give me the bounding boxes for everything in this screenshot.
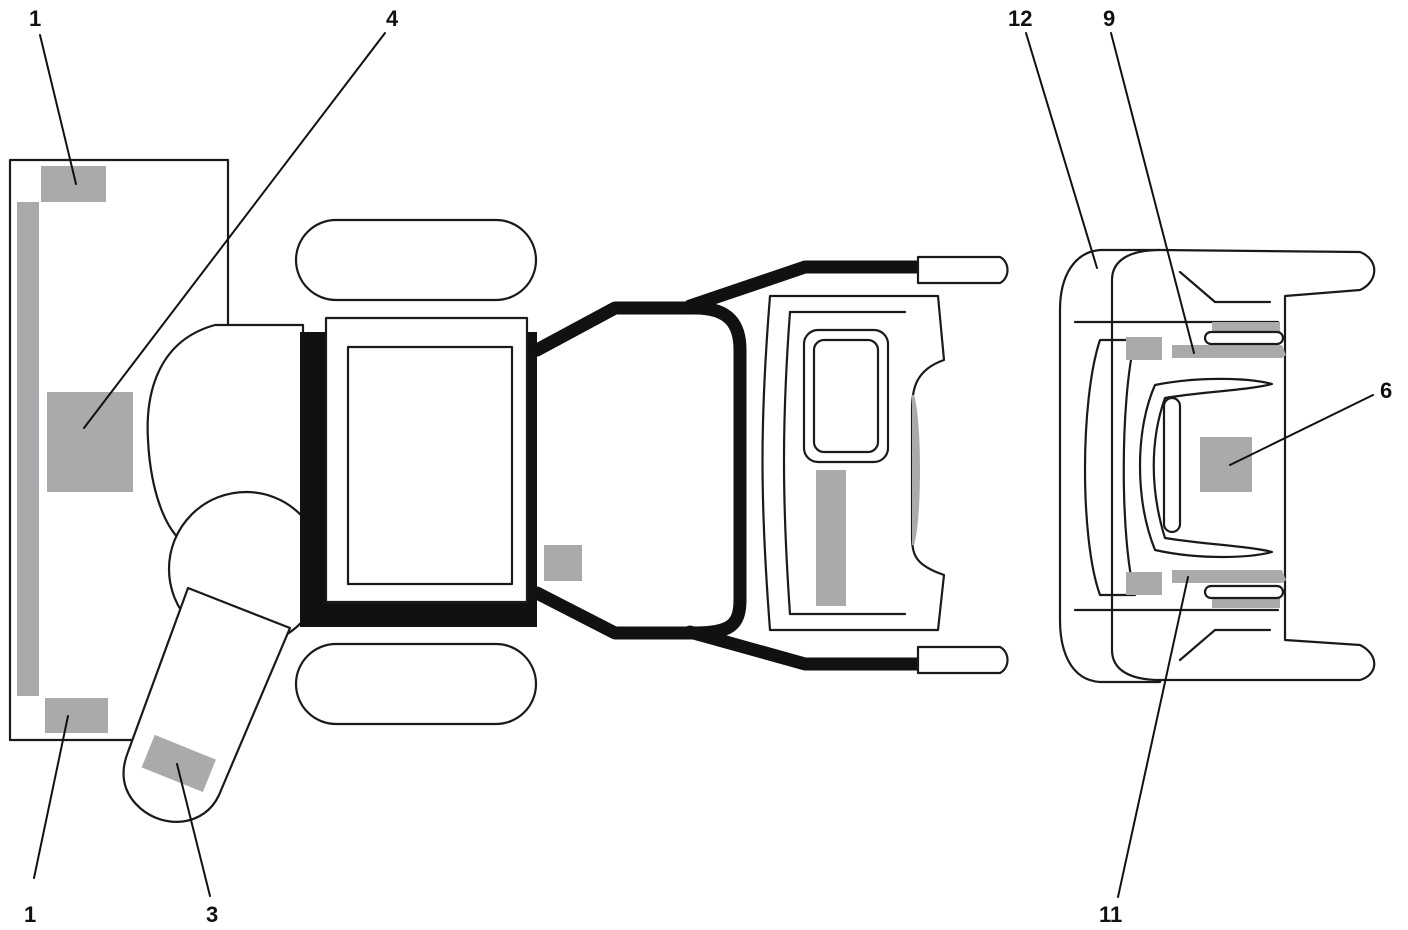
rear-handle-slot-top [1203, 330, 1285, 346]
leader-lines [33, 32, 1374, 898]
leader-6 [1229, 394, 1374, 466]
tire-bottom [294, 642, 538, 726]
rear-bracket-top [1178, 270, 1272, 304]
chassis-rail-right [526, 332, 537, 627]
callout-4: 4 [386, 6, 399, 31]
rear-center-console [1138, 377, 1274, 559]
callout-11: 11 [1099, 902, 1122, 927]
mower-top-view [8, 158, 1009, 823]
callout-1-top: 1 [29, 6, 41, 31]
callout-9: 9 [1103, 6, 1115, 31]
decal-6 [1200, 437, 1252, 492]
decal-deck-edge-strip [17, 202, 39, 696]
decal-4 [47, 392, 133, 492]
grip-bottom [916, 645, 1009, 675]
decal-3 [141, 734, 216, 793]
platform-edge-left [782, 310, 792, 616]
leader-1-bottom [33, 715, 69, 879]
chassis-rail-bottom [300, 600, 536, 627]
leader-1-top [39, 34, 77, 185]
callout-labels: 1 4 12 9 6 1 3 11 [24, 6, 1392, 927]
decal-rear-top-small [1126, 337, 1162, 360]
leader-3 [176, 763, 211, 897]
tire-top [294, 218, 538, 302]
chassis-rail-left [300, 332, 328, 620]
callout-3: 3 [206, 902, 218, 927]
operator-platform [761, 294, 946, 632]
engine-panel [346, 345, 514, 586]
decal-rear-strip-top [1212, 322, 1280, 332]
leader-4 [83, 32, 386, 429]
decal-rear-strip-bottom [1212, 598, 1280, 608]
control-panel-inner [812, 338, 880, 454]
leader-12 [1025, 32, 1098, 269]
leader-9 [1110, 32, 1195, 354]
callout-12: 12 [1008, 6, 1032, 31]
frame-loop [530, 301, 747, 640]
leader-11 [1117, 576, 1189, 898]
callout-1-bottom: 1 [24, 902, 36, 927]
rear-slot [1162, 396, 1182, 534]
handle-tubes [683, 255, 1009, 675]
callout-6: 6 [1380, 378, 1392, 403]
handle-tube-bottom [683, 625, 925, 671]
decal-11 [1172, 570, 1286, 583]
decal-platform [816, 470, 846, 606]
decal-frame [544, 545, 582, 581]
rear-handle-slot-bottom [1203, 584, 1285, 600]
decal-9 [1172, 345, 1286, 358]
engine-block [300, 316, 537, 627]
decal-1-bottom [45, 698, 108, 733]
grip-top [916, 255, 1009, 285]
housing-shell [146, 323, 305, 542]
front-housing [122, 323, 325, 823]
handle-tube-top [683, 260, 925, 313]
rear-view [1058, 248, 1376, 684]
frame-tube [530, 301, 747, 640]
decal-rear-bottom-small [1126, 572, 1162, 595]
decal-platform-edge [912, 395, 920, 545]
rear-bracket-bottom [1178, 628, 1272, 662]
